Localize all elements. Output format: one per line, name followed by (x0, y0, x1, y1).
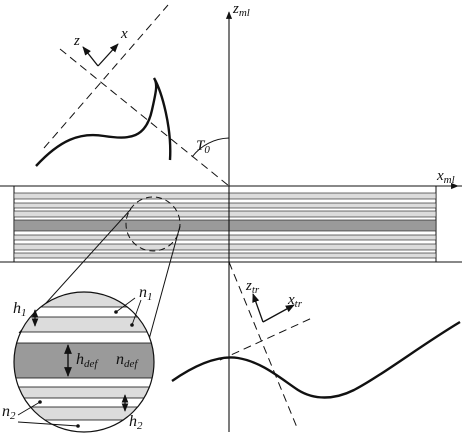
layer-band (13, 202, 437, 209)
local-x-axis (97, 43, 119, 67)
layered-plate (0, 185, 462, 263)
transmitted-wavelet (171, 320, 461, 399)
n2-leader-a (17, 401, 41, 416)
magnify-guide-right (147, 225, 181, 344)
n1-leader-a (115, 297, 136, 313)
incident-direction-dashed (59, 48, 230, 187)
transmitted-wavefront-dashed (219, 317, 313, 361)
angle-arc (191, 137, 230, 158)
x-ml-label: xml (436, 168, 455, 186)
x-tr-label: xtr (287, 292, 303, 310)
local-z-axis (82, 46, 99, 67)
incident-dashed-line (43, 4, 169, 149)
transmitted-dashed-line (228, 261, 299, 431)
layer-band (13, 192, 437, 200)
n1-leader-b (131, 299, 142, 326)
incident-wavelet (35, 77, 172, 167)
T0-label: T0 (196, 138, 210, 156)
ndef-label: ndef (116, 351, 139, 370)
magnified-view (13, 291, 155, 433)
layer-band (13, 234, 437, 241)
local-z-label: z (73, 33, 80, 49)
local-x-label: x (120, 26, 128, 42)
h2-label: h2 (129, 413, 143, 432)
h1-label: h1 (13, 300, 27, 319)
magnify-source-circle (125, 196, 181, 252)
n2-leader-b (17, 421, 79, 427)
n1-label: n1 (139, 284, 153, 303)
layer-band (13, 252, 437, 259)
hdef-label: hdef (76, 351, 99, 370)
defect-layer (14, 342, 154, 379)
layer-band-defect (13, 219, 437, 232)
n2-label: n2 (2, 403, 16, 422)
layer-band (13, 210, 437, 218)
tr-z-axis (252, 293, 264, 323)
z-ml-label: zml (232, 1, 250, 19)
layer-band (13, 243, 437, 251)
tr-x-axis (262, 304, 295, 323)
z-tr-label: ztr (245, 278, 260, 296)
